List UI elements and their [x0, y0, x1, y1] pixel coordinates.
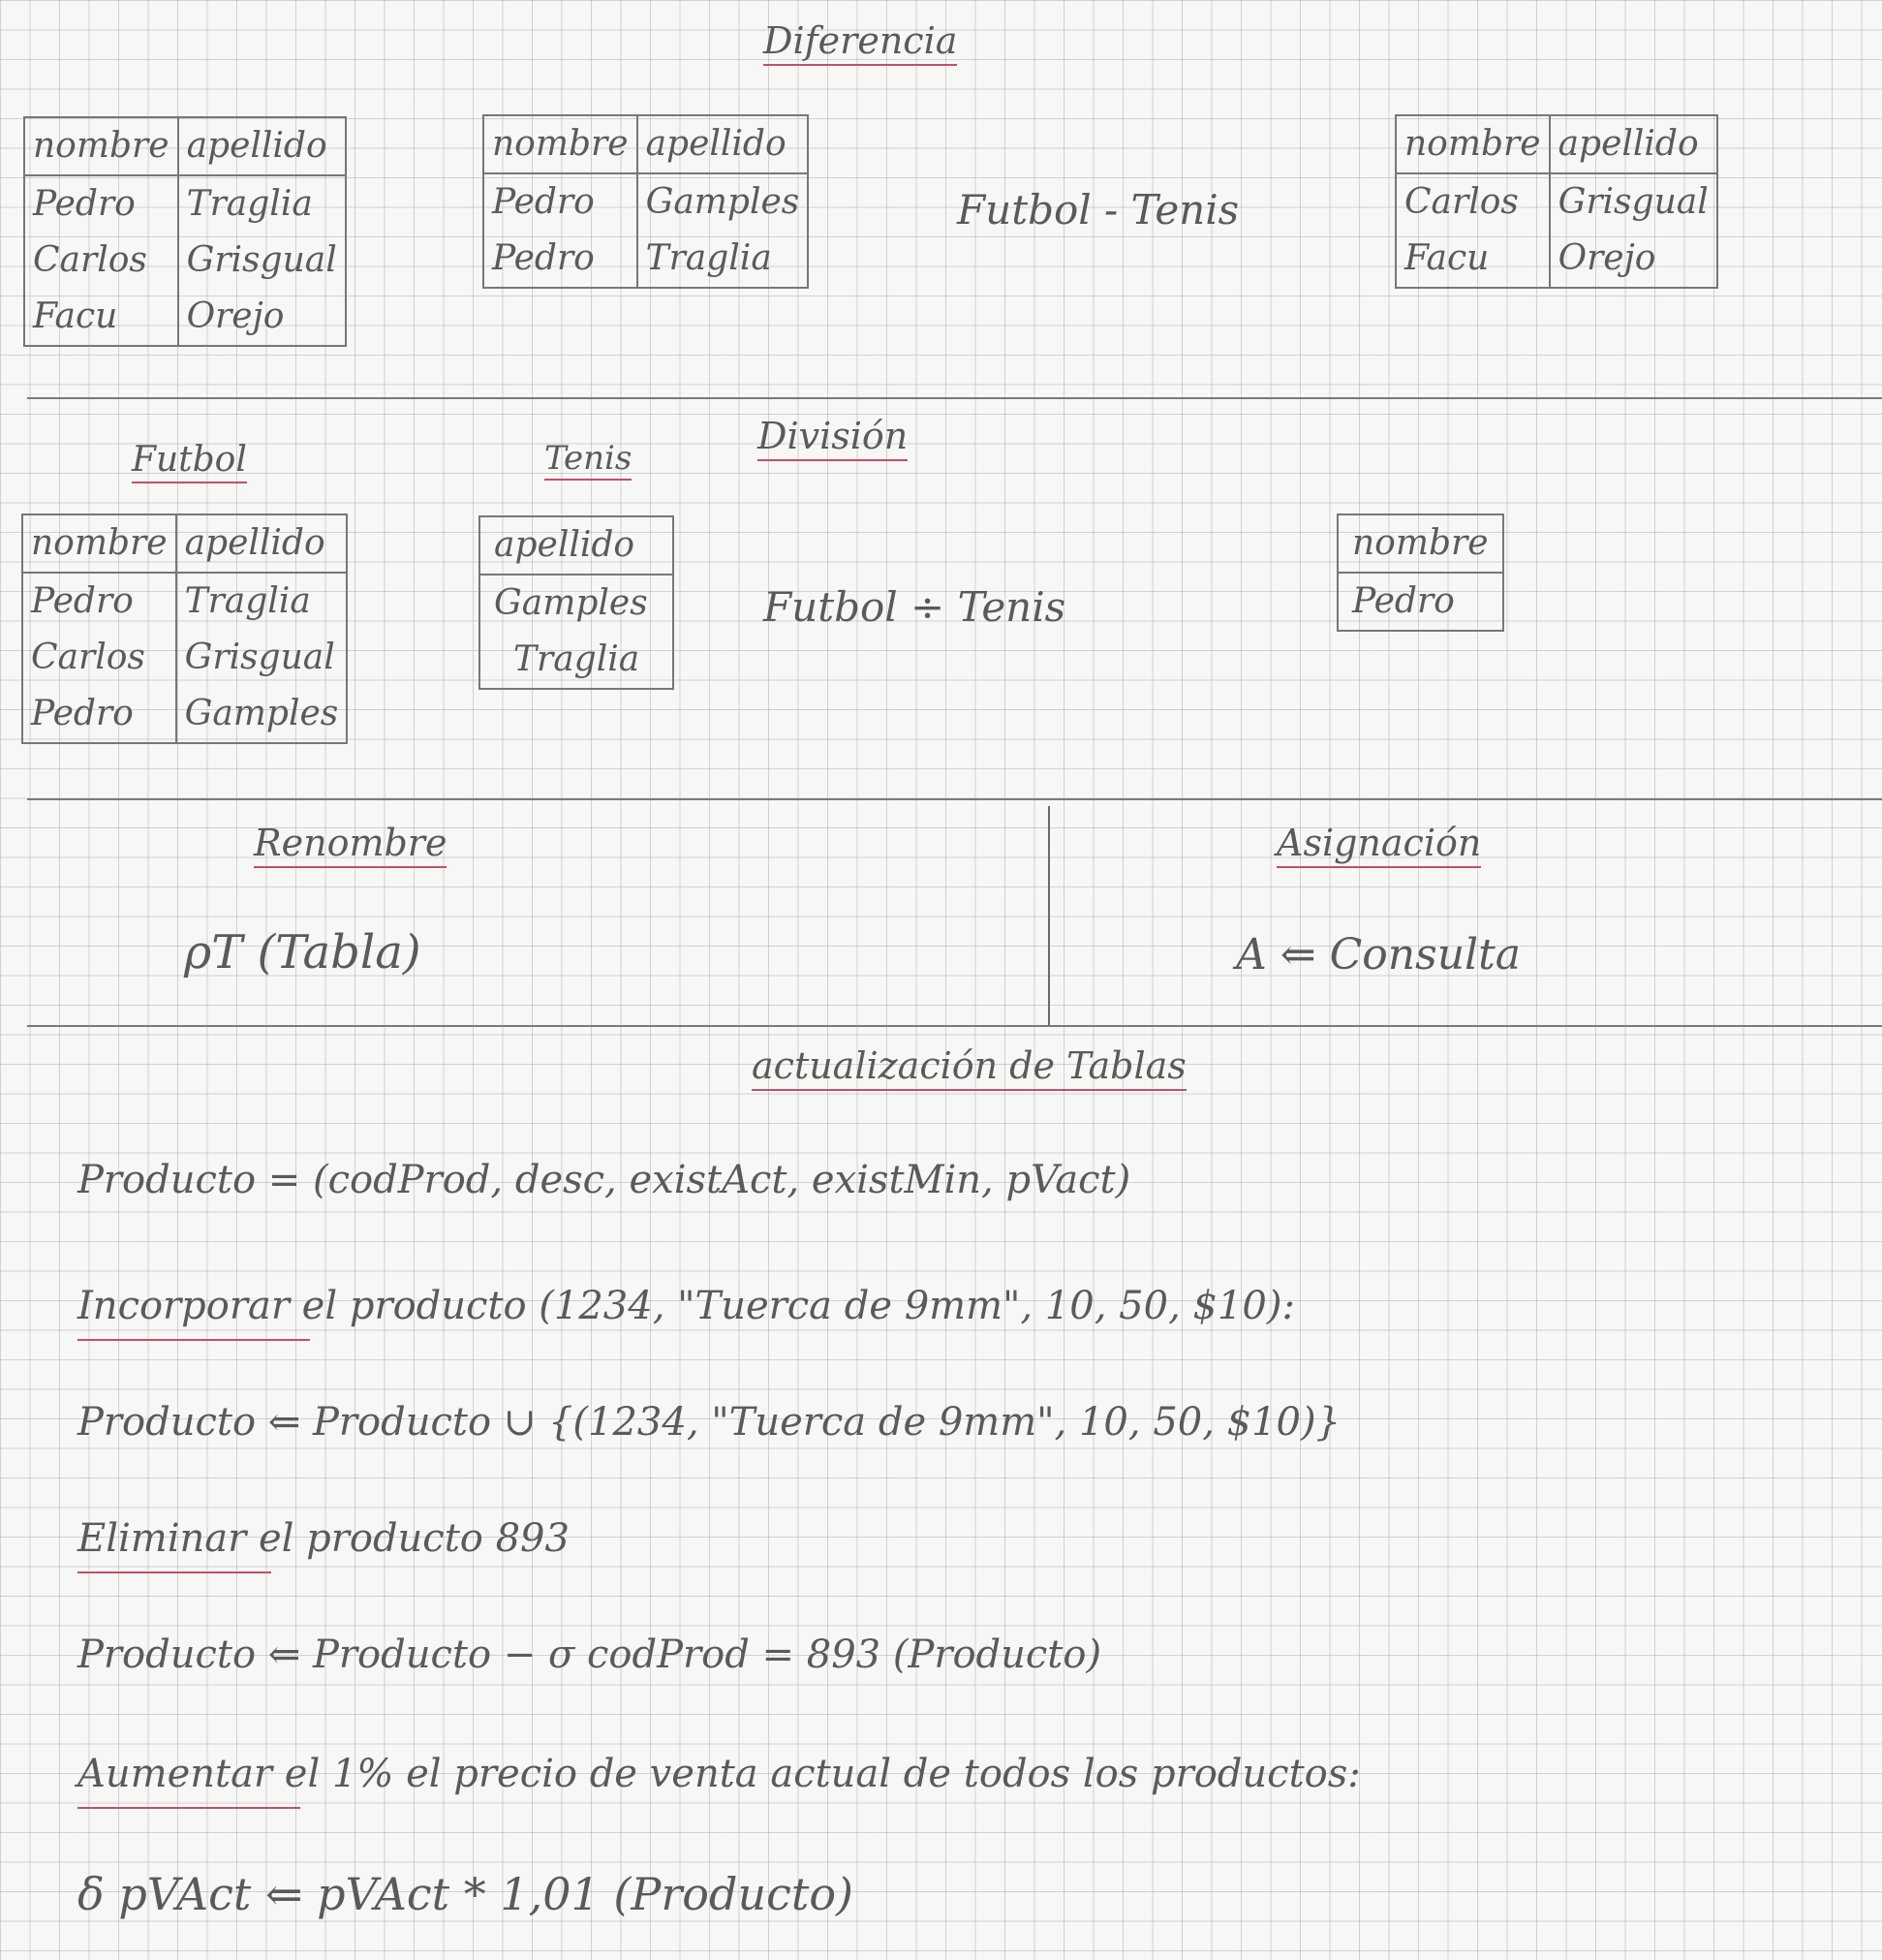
renombre-expression: ρT (Tabla): [184, 925, 421, 980]
update-statement: Aumentar el 1% el precio de venta actual…: [77, 1752, 1361, 1796]
cell: Gamples: [645, 182, 800, 222]
asignacion-expression: A ⇐ Consulta: [1236, 930, 1522, 980]
divider: [27, 798, 1882, 800]
cell: Facu: [24, 289, 179, 346]
tenis-label: Tenis: [544, 440, 632, 482]
schema-line: Producto = (codProd, desc, existAct, exi…: [77, 1158, 1131, 1202]
division-table-tenis: apellido Gamples Traglia: [478, 515, 675, 690]
cell: Grisgual: [1558, 182, 1709, 222]
division-title: División: [757, 416, 909, 461]
division-expression: Futbol ÷ Tenis: [763, 583, 1066, 631]
cell: Carlos: [22, 630, 177, 686]
cell: Traglia: [184, 581, 311, 621]
table-row: Traglia: [479, 632, 673, 689]
underline-aumentar: [77, 1807, 300, 1809]
cell: Pedro: [22, 686, 177, 743]
table-header: nombre: [1338, 514, 1503, 574]
underline-eliminar: [77, 1571, 271, 1573]
insert-statement: Incorporar el producto (1234, "Tuerca de…: [77, 1284, 1295, 1328]
divider: [27, 1025, 1882, 1027]
table-header: nombre: [483, 115, 638, 174]
vertical-divider: [1048, 806, 1050, 1025]
table-header: apellido: [177, 117, 346, 176]
table-header: apellido: [479, 516, 674, 576]
table-header: apellido: [175, 514, 348, 574]
cell: Pedro: [22, 573, 177, 630]
cell: Pedro: [24, 175, 179, 233]
table-header: nombre: [24, 117, 179, 176]
delete-expression: Producto ⇐ Producto − σ codProd = 893 (P…: [77, 1633, 1102, 1677]
underline-incorporar: [77, 1339, 310, 1341]
table-header: nombre: [1396, 115, 1551, 174]
table-row: Pedro: [1338, 573, 1503, 631]
cell: Orejo: [186, 296, 285, 336]
update-expression: δ pVAct ⇐ pVAct * 1,01 (Producto): [77, 1868, 853, 1920]
cell: Pedro: [483, 173, 638, 231]
table-header: nombre: [22, 514, 177, 574]
insert-expression: Producto ⇐ Producto ∪ {(1234, "Tuerca de…: [77, 1400, 1342, 1445]
cell: Grisgual: [186, 240, 337, 280]
cell: Facu: [1396, 231, 1551, 288]
division-table-result: nombre Pedro: [1337, 513, 1504, 632]
table-header: apellido: [1549, 115, 1717, 174]
diferencia-expression: Futbol - Tenis: [957, 186, 1240, 233]
actualizacion-title: actualización de Tablas: [752, 1045, 1187, 1091]
cell: Carlos: [1396, 173, 1551, 231]
cell: Traglia: [513, 639, 640, 679]
diferencia-title: Diferencia: [763, 20, 958, 66]
cell: Pedro: [483, 231, 638, 288]
asignacion-title: Asignación: [1277, 823, 1482, 868]
table-header: apellido: [636, 115, 809, 174]
cell: Orejo: [1558, 238, 1656, 278]
table-row: Gamples: [479, 575, 673, 632]
cell: Grisgual: [184, 638, 335, 677]
delete-statement: Eliminar el producto 893: [77, 1516, 570, 1561]
renombre-title: Renombre: [254, 823, 447, 868]
futbol-label: Futbol: [132, 441, 247, 483]
cell: Carlos: [24, 233, 179, 289]
cell: Pedro: [1352, 581, 1455, 621]
divider: [27, 397, 1882, 399]
cell: Gamples: [184, 694, 339, 733]
cell: Traglia: [186, 184, 313, 224]
cell: Traglia: [645, 238, 772, 278]
cell: Gamples: [494, 583, 648, 623]
